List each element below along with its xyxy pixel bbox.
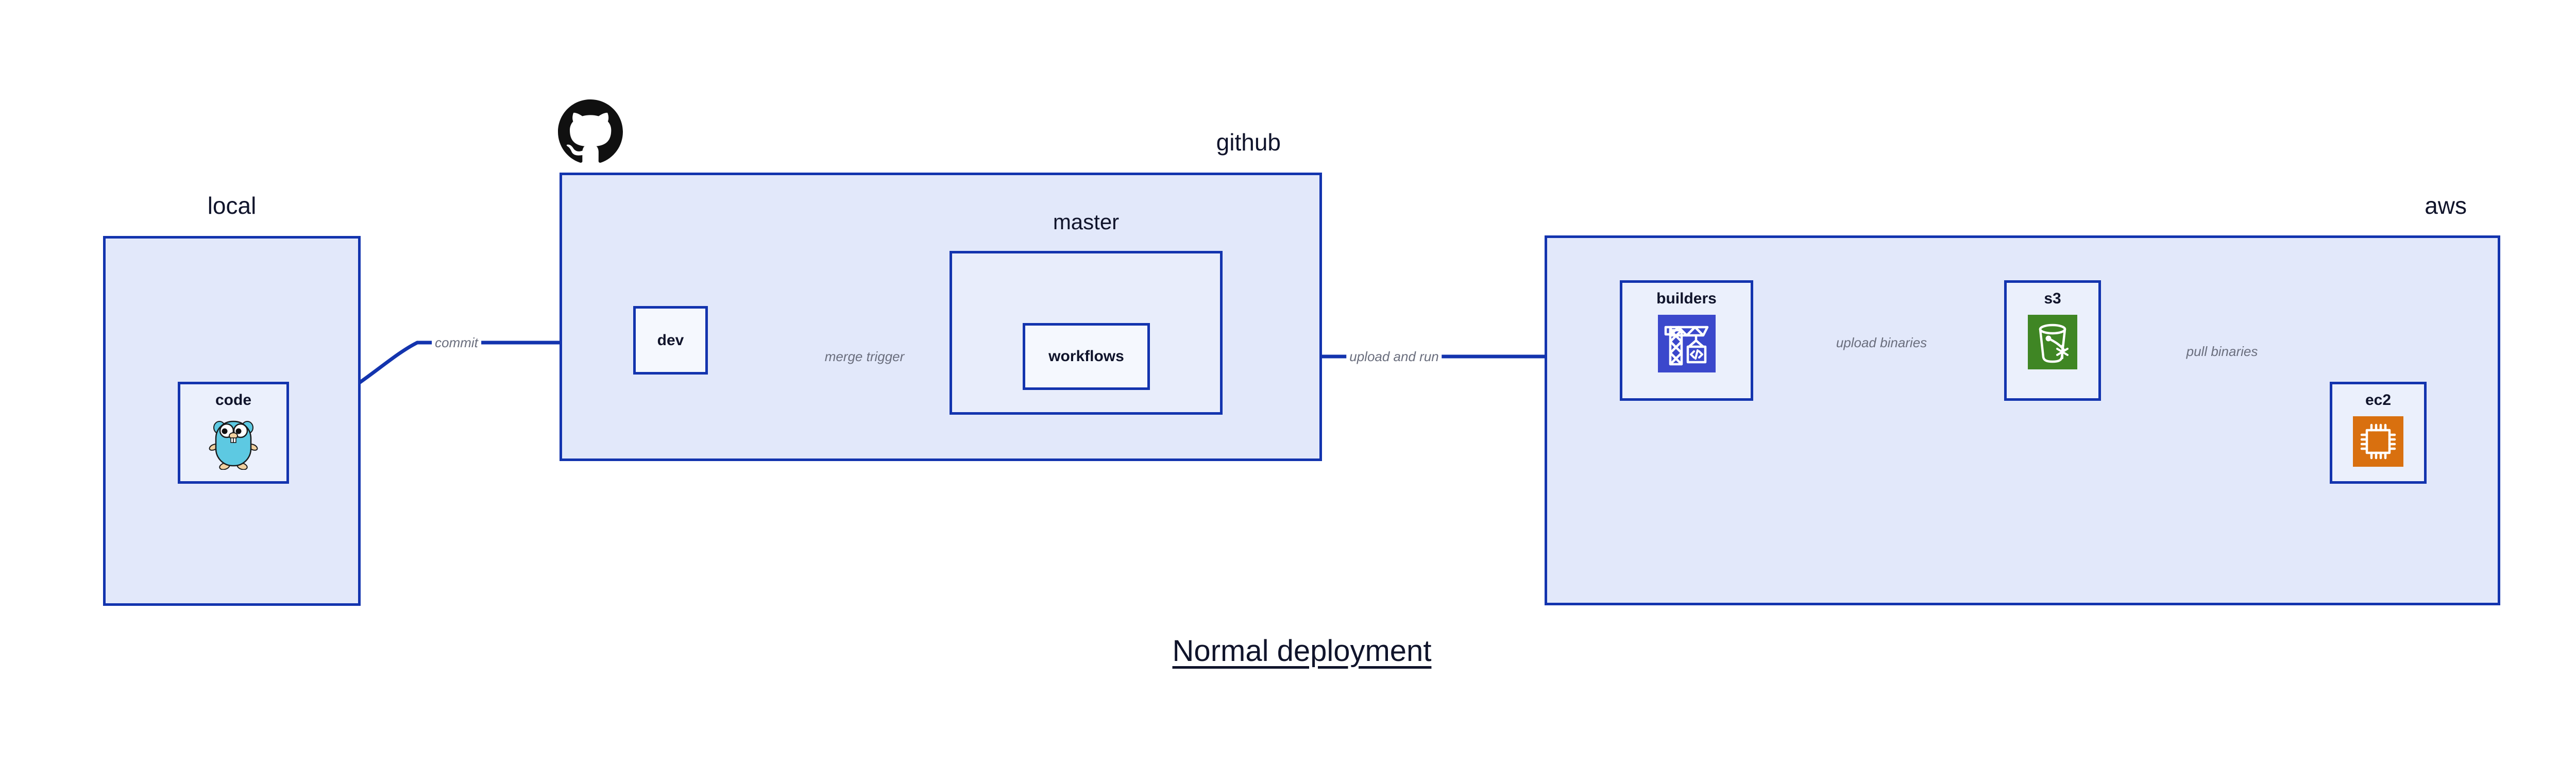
edge-label-commit: commit <box>432 336 481 349</box>
node-ec2-label: ec2 <box>2365 392 2392 409</box>
group-github-label: github <box>1216 129 1281 156</box>
group-local-label: local <box>207 192 257 219</box>
node-workflows-label: workflows <box>1048 348 1124 365</box>
diagram-title: Normal deployment <box>1172 634 1432 668</box>
github-octocat-icon <box>558 99 623 163</box>
edge-label-upload-binaries: upload binaries <box>1833 336 1930 349</box>
node-workflows[interactable]: workflows <box>1023 323 1150 390</box>
aws-s3-bucket-icon <box>2028 315 2077 369</box>
node-s3-label: s3 <box>2044 290 2061 307</box>
node-builders-label: builders <box>1656 290 1717 307</box>
edge-label-pull-binaries: pull binaries <box>2183 345 2261 358</box>
node-builders[interactable]: builders <box>1620 280 1753 401</box>
edge-label-merge-trigger: merge trigger <box>821 350 908 363</box>
node-s3[interactable]: s3 <box>2004 280 2101 401</box>
node-dev-label: dev <box>657 331 684 349</box>
edge-label-upload-and-run: upload and run <box>1346 350 1442 363</box>
node-dev[interactable]: dev <box>633 306 708 375</box>
go-gopher-icon <box>209 420 258 470</box>
node-code[interactable]: code <box>178 382 289 484</box>
group-aws-label: aws <box>2425 192 2467 219</box>
aws-codebuild-icon <box>1657 315 1716 372</box>
aws-ec2-chip-icon <box>2353 416 2403 467</box>
node-code-label: code <box>215 392 252 409</box>
node-ec2[interactable]: ec2 <box>2330 382 2427 484</box>
group-master-label: master <box>1053 210 1120 234</box>
